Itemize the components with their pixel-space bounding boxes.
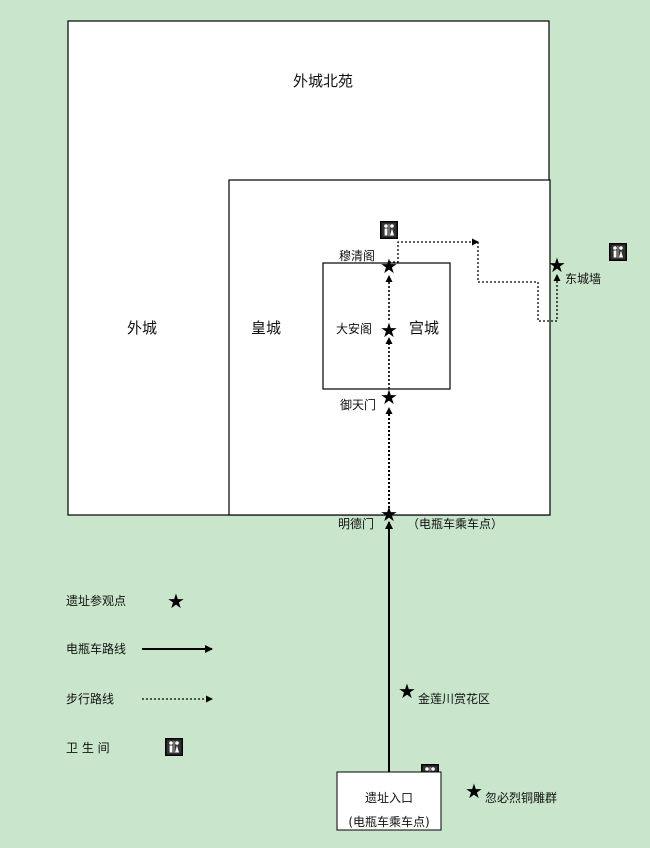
outer-city-label: 外城 (127, 319, 157, 337)
muqing-pavilion-label: 穆清阁 (339, 248, 375, 263)
legend-toilet-label: 卫 生 间 (66, 741, 110, 755)
palace-city-area (322, 262, 451, 390)
walk-route-east (477, 242, 561, 322)
entrance-box (336, 771, 442, 831)
legend-walk-label: 步行路线 (66, 691, 114, 706)
mingde-gate-label: 明德门 (338, 516, 374, 531)
toilet-icon (609, 243, 627, 261)
entrance-note: (电瓶车乘车点) (348, 814, 429, 829)
star-icon: ★ (548, 253, 566, 277)
legend-cart-label: 电瓶车路线 (66, 641, 126, 656)
bronze-statues-label: 忽必烈铜雕群 (485, 790, 557, 805)
east-wall-label: 东城墙 (565, 272, 601, 286)
star-icon: ★ (167, 589, 185, 613)
legend: 遗址参观点 ★ 电瓶车路线 步行路线 卫 生 间 (66, 589, 213, 756)
star-icon: ★ (380, 254, 398, 278)
star-icon: ★ (380, 502, 398, 526)
jinlian-field-label: 金莲川赏花区 (418, 691, 490, 706)
star-icon: ★ (380, 385, 398, 409)
legend-site-label: 遗址参观点 (66, 593, 126, 608)
yutian-gate-label: 御天门 (340, 397, 376, 412)
star-icon: ★ (380, 318, 398, 342)
toilet-icon (165, 738, 183, 756)
star-icon: ★ (398, 679, 416, 703)
walk-route-north (389, 238, 479, 263)
imperial-city-label: 皇城 (251, 319, 281, 337)
outer-north-label: 外城北苑 (293, 72, 353, 90)
daan-pavilion-label: 大安阁 (336, 321, 372, 336)
entrance-label: 遗址入口 (365, 791, 413, 805)
mingde-gate-note: （电瓶车乘车点） (407, 516, 503, 531)
palace-city-label: 宫城 (409, 319, 439, 337)
star-icon: ★ (465, 779, 483, 803)
toilet-icon (380, 221, 398, 239)
